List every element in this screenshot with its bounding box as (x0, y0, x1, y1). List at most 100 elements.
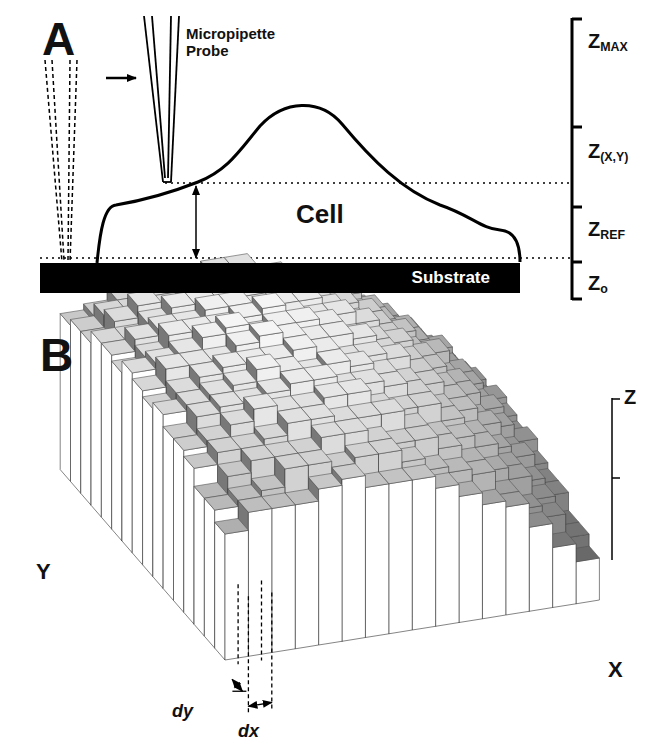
block-front (248, 509, 271, 657)
motion-arrow (106, 77, 136, 80)
block-front (389, 480, 412, 634)
block-side (163, 427, 173, 601)
block-top (156, 353, 190, 369)
micropipette (144, 16, 179, 182)
block-top (159, 320, 193, 336)
block-top (174, 435, 208, 451)
block-top (311, 422, 345, 438)
block-top (226, 330, 260, 346)
block-top (314, 382, 348, 398)
block-top (213, 352, 247, 368)
block-top (254, 423, 288, 439)
block-top (161, 292, 195, 308)
block-front (295, 501, 318, 649)
figure-label: Y (36, 560, 51, 584)
figure-label: Micropipette Probe (186, 26, 286, 59)
block-front (553, 544, 576, 608)
block-top (210, 391, 244, 407)
block-top (104, 306, 138, 322)
block-top (184, 453, 218, 469)
substrate-band: Substrate (40, 263, 520, 293)
figure-label: X (608, 658, 623, 682)
block-side (184, 456, 194, 624)
block-top (257, 378, 291, 394)
figure-label: dx (238, 722, 259, 742)
reference-line (165, 182, 570, 184)
block-side (81, 331, 91, 505)
block-side (215, 522, 225, 660)
z-axis (612, 398, 620, 560)
block-side (143, 397, 153, 577)
block-side (91, 331, 101, 517)
block-top (192, 322, 226, 338)
block-top (252, 293, 286, 309)
reference-line (40, 257, 570, 259)
block-front (482, 501, 505, 619)
block-top (275, 453, 309, 469)
block-top (218, 461, 252, 477)
block-top (122, 357, 156, 373)
block-top (332, 464, 366, 480)
block-front (436, 485, 459, 627)
block-side (153, 403, 163, 589)
block-top (283, 335, 317, 351)
figure-label: Cell (296, 200, 344, 229)
pipette-ghost (45, 60, 77, 262)
block-front (529, 524, 552, 612)
block-side (204, 498, 214, 648)
dimension-guide (248, 596, 249, 714)
block-top (277, 408, 311, 424)
figure-label: dy (172, 702, 193, 722)
block-top (308, 473, 342, 489)
figure-label: Z (624, 386, 636, 408)
cell-outline (97, 105, 520, 263)
dimension-guide (261, 581, 262, 661)
block-top (238, 497, 272, 513)
block-top (317, 349, 351, 365)
block-side (174, 439, 184, 613)
dx-arrow (248, 703, 271, 707)
block-front (365, 484, 388, 638)
block-top (101, 340, 135, 356)
dy-arrow (232, 679, 242, 691)
axis-level-label: Zo (588, 272, 608, 297)
block-top (189, 362, 223, 378)
block-top (153, 399, 187, 415)
block-top (249, 320, 283, 336)
figure-label: B (40, 330, 73, 381)
block-top (223, 370, 257, 386)
block-front (342, 476, 365, 642)
block-top (195, 294, 229, 310)
dimension-guide (237, 584, 238, 664)
block-top (247, 354, 281, 370)
block-top (251, 475, 285, 491)
block-side (101, 343, 111, 529)
block-front (412, 476, 435, 630)
block-front (225, 530, 248, 660)
block-top (187, 401, 221, 417)
band-label: Substrate (412, 268, 490, 288)
block-top (215, 518, 249, 534)
block-front (272, 505, 295, 653)
block-top (241, 445, 275, 461)
block-top (132, 375, 166, 391)
block-top (204, 495, 238, 511)
axis-level-label: Z(X,Y) (588, 140, 628, 165)
block-top (244, 394, 278, 410)
dimension-guide (271, 593, 272, 711)
dimension-guide (232, 691, 246, 692)
block-top (220, 409, 254, 425)
block-front (576, 558, 599, 604)
block-front (506, 503, 529, 615)
axis-level-label: ZMAX (588, 30, 628, 55)
block-top (125, 324, 159, 340)
block-side (122, 361, 132, 553)
z-scale (572, 18, 582, 300)
block-side (194, 486, 204, 636)
block-side (132, 379, 142, 565)
figure-label: A (42, 14, 75, 65)
block-top (207, 437, 241, 453)
block-top (345, 442, 379, 458)
block-top (280, 368, 314, 384)
